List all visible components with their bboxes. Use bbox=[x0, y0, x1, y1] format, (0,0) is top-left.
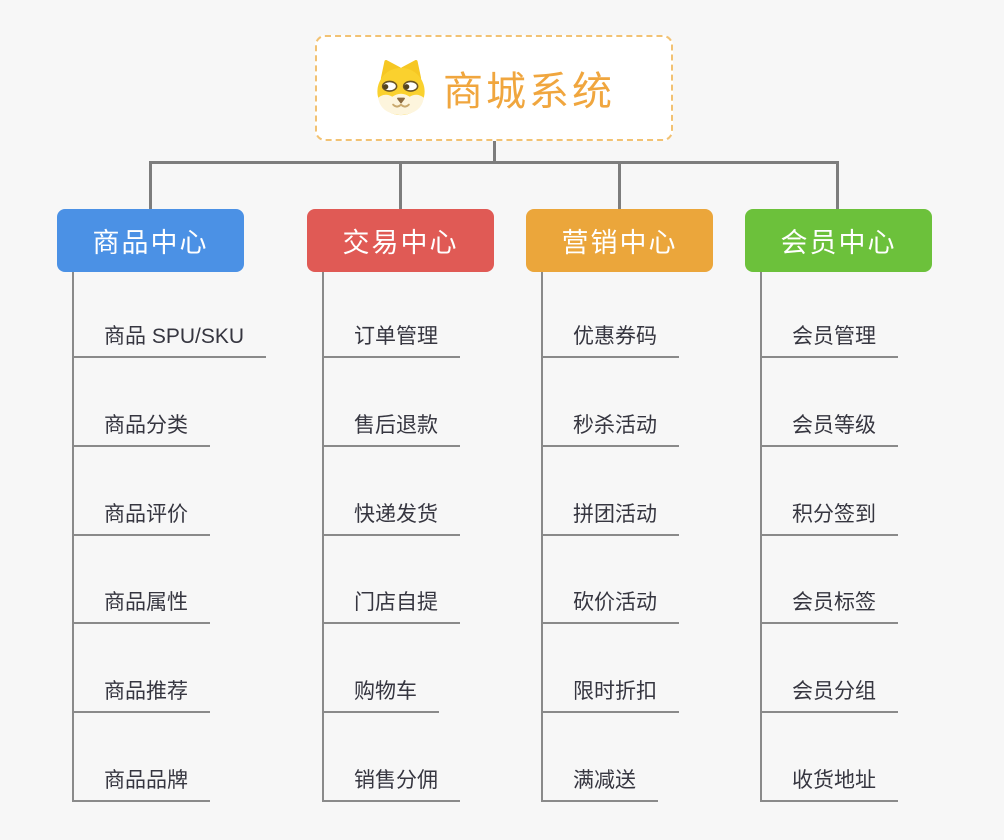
leaf-node[interactable]: 拼团活动 bbox=[541, 501, 679, 536]
leaf-node[interactable]: 积分签到 bbox=[760, 501, 898, 536]
branch-node-product-center[interactable]: 商品中心 bbox=[57, 209, 244, 272]
leaf-node[interactable]: 商品分类 bbox=[72, 412, 210, 447]
leaf-node[interactable]: 售后退款 bbox=[322, 412, 460, 447]
leaf-node[interactable]: 限时折扣 bbox=[541, 678, 679, 714]
leaf-connector-line bbox=[322, 272, 324, 802]
leaf-node[interactable]: 门店自提 bbox=[322, 589, 460, 625]
branch-node-marketing-center[interactable]: 营销中心 bbox=[526, 209, 713, 272]
connector-branch-drop-member-center bbox=[836, 163, 839, 209]
branch-column-product-center: 商品中心商品 SPU/SKU 商品分类商品评价商品属性商品推荐商品品牌 bbox=[57, 209, 317, 840]
leaf-node[interactable]: 优惠券码 bbox=[541, 323, 679, 358]
connector-branch-drop-marketing-center bbox=[618, 163, 621, 209]
leaf-node[interactable]: 销售分佣 bbox=[322, 767, 460, 802]
leaf-connector-line bbox=[541, 272, 543, 802]
root-title: 商城系统 bbox=[443, 70, 615, 114]
leaf-node[interactable]: 会员管理 bbox=[760, 323, 898, 358]
leaf-node[interactable]: 会员分组 bbox=[760, 678, 898, 714]
leaf-node[interactable]: 商品推荐 bbox=[72, 678, 210, 714]
leaf-node[interactable]: 收货地址 bbox=[760, 767, 898, 802]
connector-root-drop bbox=[493, 141, 496, 162]
leaf-node[interactable]: 商品 SPU/SKU bbox=[72, 323, 267, 358]
leaf-node[interactable]: 购物车 bbox=[322, 678, 439, 714]
branch-column-marketing-center: 营销中心优惠券码秒杀活动拼团活动砍价活动限时折扣满减送 bbox=[526, 209, 786, 840]
branch-node-member-center[interactable]: 会员中心 bbox=[745, 209, 932, 272]
branch-column-trade-center: 交易中心订单管理售后退款快递发货门店自提购物车销售分佣 bbox=[307, 209, 567, 840]
branch-node-trade-center[interactable]: 交易中心 bbox=[307, 209, 494, 272]
connector-bus bbox=[149, 161, 839, 164]
leaf-node[interactable]: 会员等级 bbox=[760, 412, 898, 447]
leaf-node[interactable]: 秒杀活动 bbox=[541, 412, 679, 447]
connector-branch-drop-trade-center bbox=[399, 163, 402, 209]
leaf-node[interactable]: 砍价活动 bbox=[541, 589, 679, 625]
leaf-node[interactable]: 商品品牌 bbox=[72, 767, 210, 802]
leaf-connector-line bbox=[72, 272, 74, 802]
leaf-connector-line bbox=[760, 272, 762, 802]
shiba-dog-icon bbox=[377, 60, 425, 116]
leaf-node[interactable]: 会员标签 bbox=[760, 589, 898, 625]
leaf-node[interactable]: 满减送 bbox=[541, 767, 658, 802]
root-node[interactable]: 商城系统 bbox=[315, 35, 673, 141]
leaf-node[interactable]: 商品评价 bbox=[72, 501, 210, 536]
connector-branch-drop-product-center bbox=[149, 163, 152, 209]
leaf-node[interactable]: 快递发货 bbox=[322, 501, 460, 536]
leaf-node[interactable]: 订单管理 bbox=[322, 323, 460, 358]
branch-column-member-center: 会员中心会员管理会员等级积分签到会员标签会员分组收货地址 bbox=[745, 209, 1004, 840]
leaf-node[interactable]: 商品属性 bbox=[72, 589, 210, 625]
